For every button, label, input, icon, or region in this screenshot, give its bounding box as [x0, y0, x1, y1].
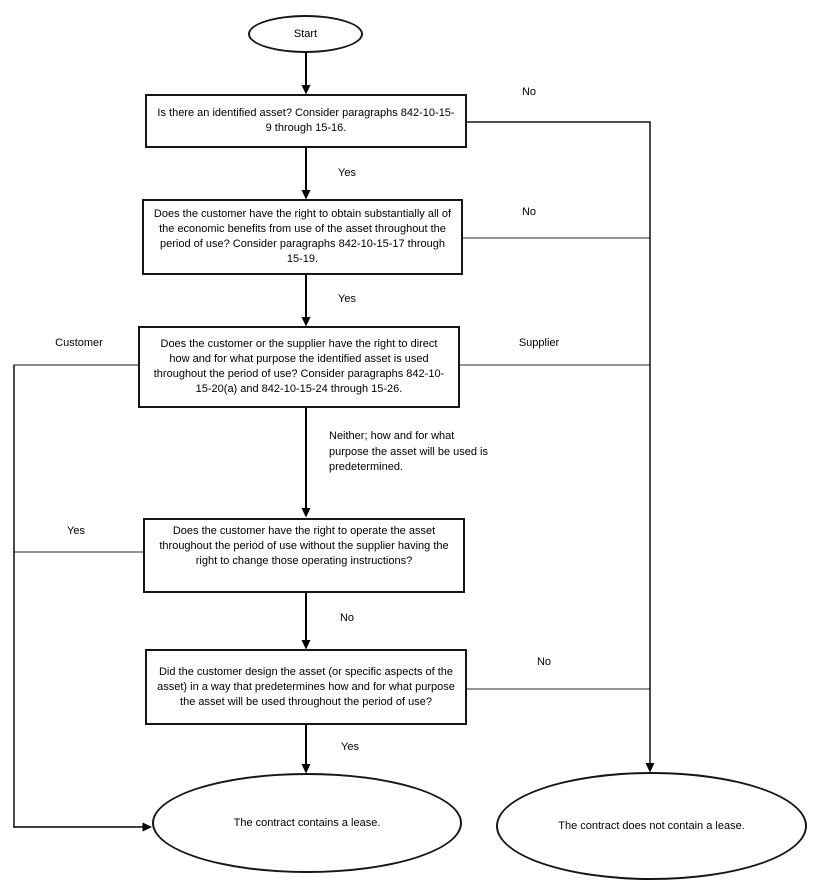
edge-label-q3-supplier: Supplier — [518, 337, 560, 349]
edge-label-q3-neither: Neither; how and for what purpose the as… — [329, 430, 488, 473]
question-customer-design-label: Did the customer design the asset (or sp… — [157, 665, 455, 708]
outcome-contains-lease: The contract contains a lease. — [152, 773, 462, 873]
question-economic-benefits: Does the customer have the right to obta… — [142, 199, 463, 275]
arrowhead-q1 — [301, 85, 311, 95]
edge-label-q5-yes: Yes — [341, 741, 359, 753]
edge-label-q4-no: No — [339, 612, 355, 624]
question-right-to-direct: Does the customer or the supplier have t… — [138, 326, 460, 408]
start-label: Start — [293, 27, 318, 40]
question-identified-asset-label: Is there an identified asset? Consider p… — [157, 107, 455, 134]
arrowhead-q4 — [301, 508, 311, 518]
edge-label-q2-no: No — [521, 206, 537, 218]
edge-label-q4-yes: Yes — [67, 525, 85, 537]
question-right-to-operate: Does the customer have the right to oper… — [143, 518, 465, 593]
arrowhead-lease — [301, 764, 311, 774]
edge-label-q3-customer: Customer — [55, 337, 103, 349]
question-right-to-operate-label: Does the customer have the right to oper… — [159, 525, 449, 567]
arrowhead-lease-left — [142, 822, 152, 832]
outcome-no-lease-label: The contract does not contain a lease. — [558, 819, 745, 832]
arrowhead-no-lease — [645, 763, 655, 773]
outcome-contains-lease-label: The contract contains a lease. — [233, 816, 381, 829]
edge-label-q5-no: No — [536, 656, 552, 668]
question-customer-design: Did the customer design the asset (or sp… — [145, 649, 467, 725]
edge-label-q1-no: No — [521, 86, 537, 98]
arrowhead-q5 — [301, 640, 311, 650]
arrowhead-q2 — [301, 190, 311, 200]
edge-label-q2-yes: Yes — [338, 293, 356, 305]
arrowhead-q3 — [301, 317, 311, 327]
question-identified-asset: Is there an identified asset? Consider p… — [145, 94, 467, 148]
question-economic-benefits-label: Does the customer have the right to obta… — [153, 208, 452, 265]
start-node: Start — [248, 15, 363, 53]
question-right-to-direct-label: Does the customer or the supplier have t… — [153, 338, 445, 395]
edge-label-q1-yes: Yes — [338, 167, 356, 179]
outcome-no-lease: The contract does not contain a lease. — [496, 772, 807, 880]
